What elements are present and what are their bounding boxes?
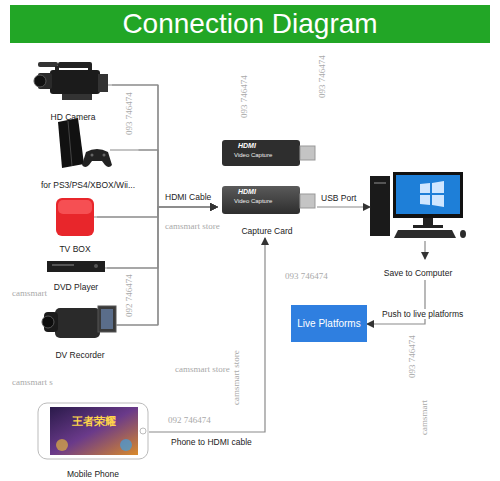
dvd-icon (47, 261, 105, 272)
title-bar: Connection Diagram (10, 5, 490, 43)
watermark: 092 746474 (125, 274, 135, 317)
watermark: 093 746474 (125, 92, 135, 135)
watermark: camsmart (12, 289, 47, 299)
edge-label: Push to live platforms (381, 309, 464, 319)
device-label: for PS3/PS4/XBOX/Wii... (41, 180, 135, 191)
device-label: Save to Computer (384, 268, 453, 279)
connector (97, 207, 217, 217)
computer-icon (370, 172, 466, 238)
connector (149, 238, 265, 432)
connector (317, 206, 370, 207)
box-label: Live Platforms (297, 318, 360, 329)
device-label: TV BOX (59, 244, 90, 255)
device-print: Video Capture (234, 152, 272, 159)
device-label: Capture Card (241, 226, 292, 237)
device-node: DVD Player (45, 258, 107, 294)
device-print: Video Capture (234, 198, 272, 205)
watermark: camsmart (420, 400, 430, 435)
camera-icon (34, 62, 108, 100)
camcorder-icon (42, 306, 116, 338)
device-print: HDMI (238, 188, 256, 196)
watermark: 093 746474 (240, 75, 250, 118)
game-title: 王者荣耀 (72, 416, 116, 428)
connector (107, 207, 217, 268)
cable-lines (94, 85, 425, 325)
watermark: camsmart store (232, 350, 242, 405)
device-node: HD Camera (34, 60, 112, 124)
device-node: for PS3/PS4/XBOX/Wii... (38, 118, 139, 192)
device-print: HDMI (238, 142, 256, 150)
platform-box: Live Platforms (291, 305, 367, 342)
tvbox-icon (56, 198, 94, 236)
watermark: camsmart store (165, 222, 220, 232)
watermark: 092 746474 (168, 416, 211, 426)
capture-card-icon (222, 140, 315, 214)
device-node: TV BOX (53, 196, 97, 256)
edge-label: HDMI Cable (164, 192, 212, 202)
device-node: Save to Computer (370, 170, 466, 280)
device-label: DV Recorder (55, 350, 104, 361)
device-node: Capture Card (217, 136, 317, 238)
watermark: 093 746474 (318, 55, 328, 98)
watermark: camsmart s (12, 378, 53, 388)
device-label: HD Camera (51, 112, 96, 123)
edge-label: Phone to HDMI cable (170, 437, 253, 447)
phone-icon (38, 403, 148, 459)
device-node: DV Recorder (44, 300, 116, 362)
console-icon (58, 118, 112, 168)
watermark: 093 746474 (285, 272, 328, 282)
device-label: DVD Player (54, 282, 98, 293)
device-label: Mobile Phone (67, 469, 119, 480)
device-node: Mobile Phone (37, 400, 149, 481)
connector (139, 150, 218, 207)
edge-label: USB Port (320, 193, 357, 203)
title-text: Connection Diagram (10, 5, 490, 43)
watermark: camsmart store (175, 365, 230, 375)
watermark: 093 746474 (408, 335, 418, 378)
